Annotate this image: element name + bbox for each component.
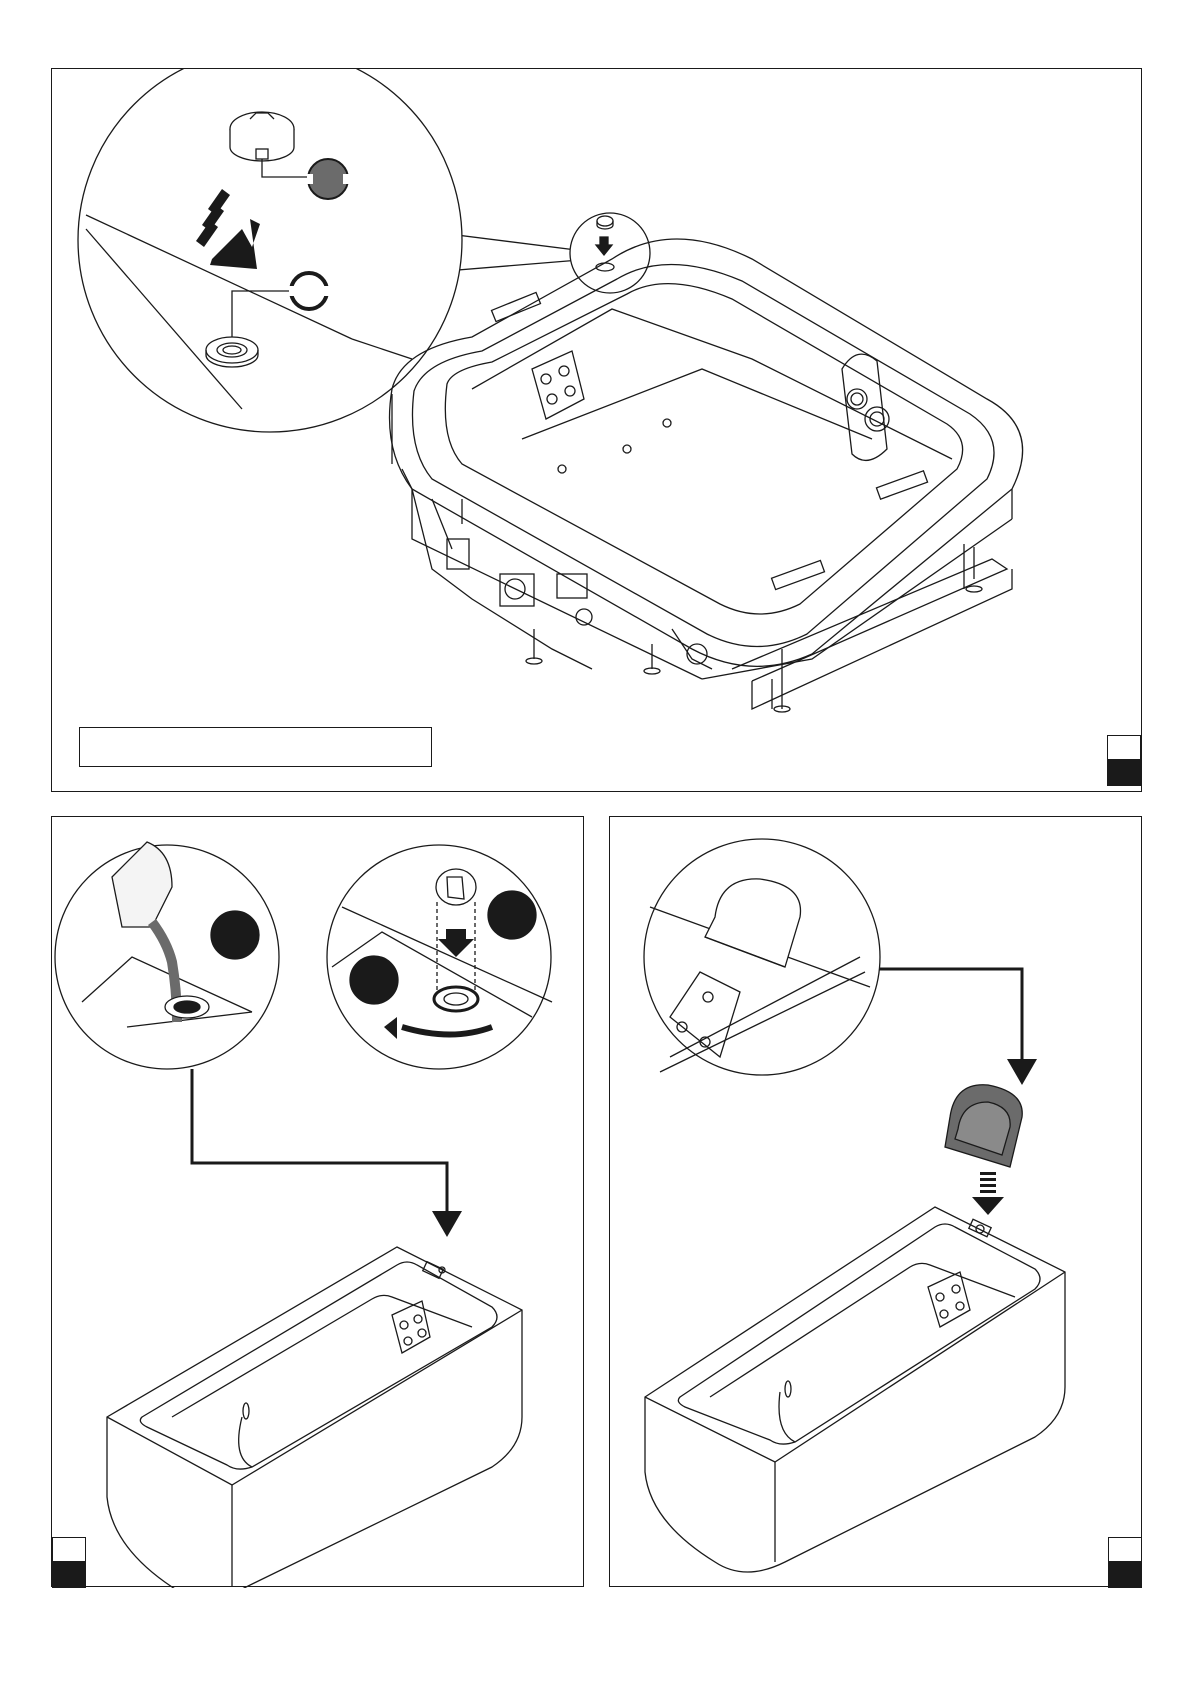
- plumbing: [402, 469, 712, 669]
- support-frame: [462, 499, 1012, 712]
- step-number-box: [52, 1537, 86, 1562]
- step-marker: [52, 1562, 86, 1588]
- down-arrow-icon: [432, 1211, 462, 1237]
- headrest-top: [491, 292, 540, 321]
- step-bullet-1: [211, 911, 259, 959]
- rectangular-bathtub: [107, 1247, 522, 1588]
- bottom-left-illustration: [52, 817, 585, 1588]
- bottom-right-illustration: [610, 817, 1143, 1588]
- rectangular-bathtub: [645, 1207, 1065, 1572]
- step-number-box: [1107, 735, 1141, 760]
- jet: [558, 465, 566, 473]
- headrest-bottom: [772, 560, 825, 589]
- top-caption-box: [79, 727, 432, 767]
- grey-headrest-icon: [945, 1085, 1022, 1167]
- jet: [663, 419, 671, 427]
- step-number-box: [1108, 1537, 1142, 1562]
- cap-section-icon: [307, 159, 349, 199]
- jet-panel-icon: [928, 1272, 970, 1327]
- bottom-left-instruction-panel: [51, 816, 584, 1587]
- top-illustration: [52, 69, 1143, 793]
- jet: [623, 445, 631, 453]
- top-instruction-panel: [51, 68, 1142, 792]
- step-bullet-3: [350, 956, 398, 1004]
- step-marker: [1107, 760, 1141, 786]
- step-marker: [1108, 1562, 1142, 1588]
- jet-panel-icon: [392, 1301, 430, 1353]
- headrest-right: [876, 471, 927, 499]
- step-bullet-2: [488, 891, 536, 939]
- insert-arrow-icon: [972, 1172, 1004, 1215]
- jet-panel-icon: [532, 351, 584, 419]
- down-arrow-icon: [1007, 1059, 1037, 1085]
- whirlpool-bathtub: [390, 239, 1023, 712]
- bottom-right-instruction-panel: [609, 816, 1142, 1587]
- cap-icon: [436, 869, 476, 905]
